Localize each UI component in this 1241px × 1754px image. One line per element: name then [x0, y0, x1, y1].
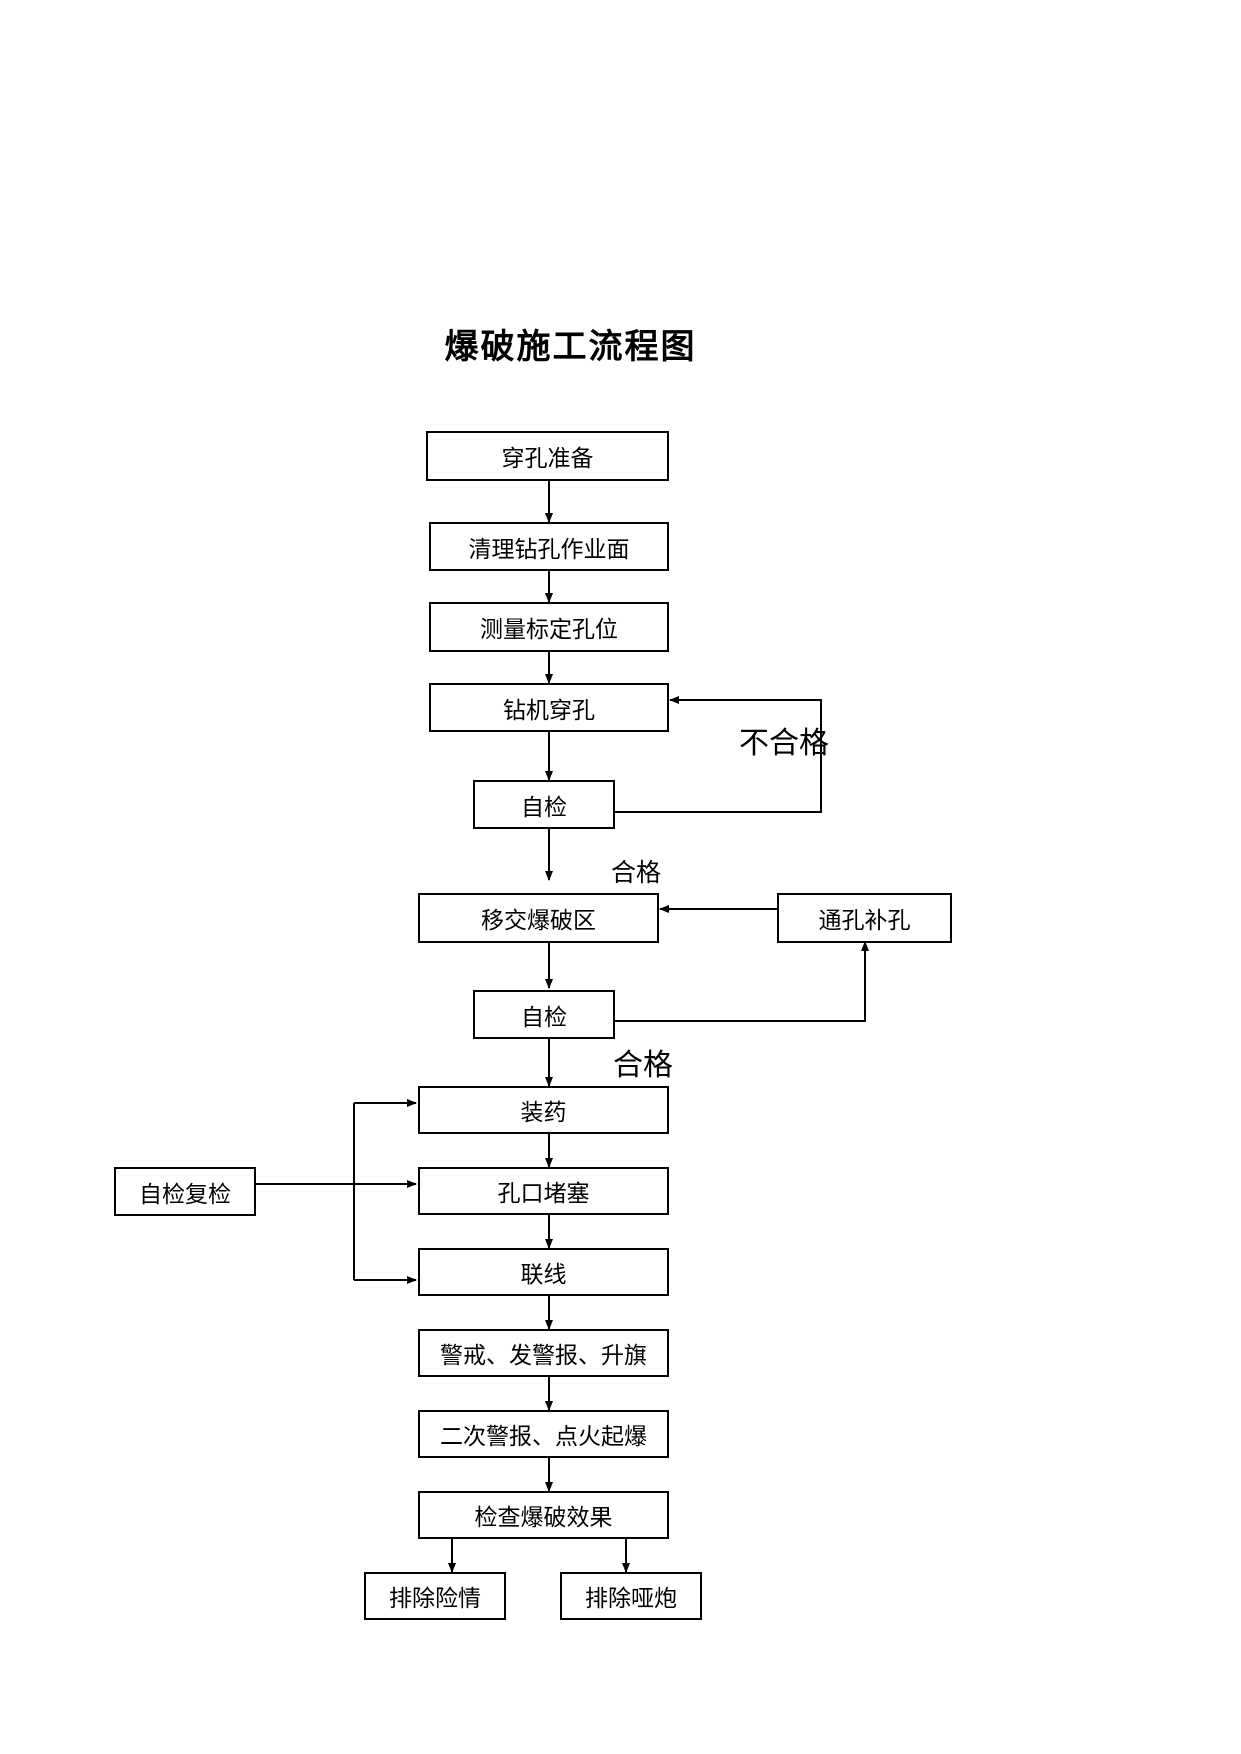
step-charging: 装药	[418, 1086, 669, 1134]
label-fail: 不合格	[739, 726, 829, 761]
step-drill-prep: 穿孔准备	[426, 431, 669, 481]
step-handover-blast-area: 移交爆破区	[418, 893, 659, 943]
step-rig-drilling: 钻机穿孔	[429, 683, 669, 732]
step-survey-hole-positions: 测量标定孔位	[429, 602, 669, 652]
step-inspect-blast-result: 检查爆破效果	[418, 1491, 669, 1539]
step-clear-redrill-holes: 通孔补孔	[777, 893, 952, 943]
arrow-check2-to-redrill	[613, 941, 869, 1022]
step-clear-hazards: 排除险情	[364, 1572, 506, 1620]
step-stemming: 孔口堵塞	[418, 1167, 669, 1215]
step-clear-misfires: 排除哑炮	[560, 1572, 702, 1620]
step-self-check-1: 自检	[473, 780, 615, 829]
page-title: 爆破施工流程图	[444, 327, 697, 367]
loop-fail-back-to-drilling	[613, 696, 822, 813]
step-connect-lines: 联线	[418, 1248, 669, 1296]
step-second-alarm-ignite: 二次警报、点火起爆	[418, 1410, 669, 1458]
label-pass-2: 合格	[613, 1048, 673, 1083]
step-recheck: 自检复检	[114, 1167, 256, 1216]
label-pass-1: 合格	[611, 858, 662, 887]
step-self-check-2: 自检	[473, 990, 615, 1039]
step-alert-alarm-flag: 警戒、发警报、升旗	[418, 1329, 669, 1377]
step-clear-work-face: 清理钻孔作业面	[429, 522, 669, 571]
